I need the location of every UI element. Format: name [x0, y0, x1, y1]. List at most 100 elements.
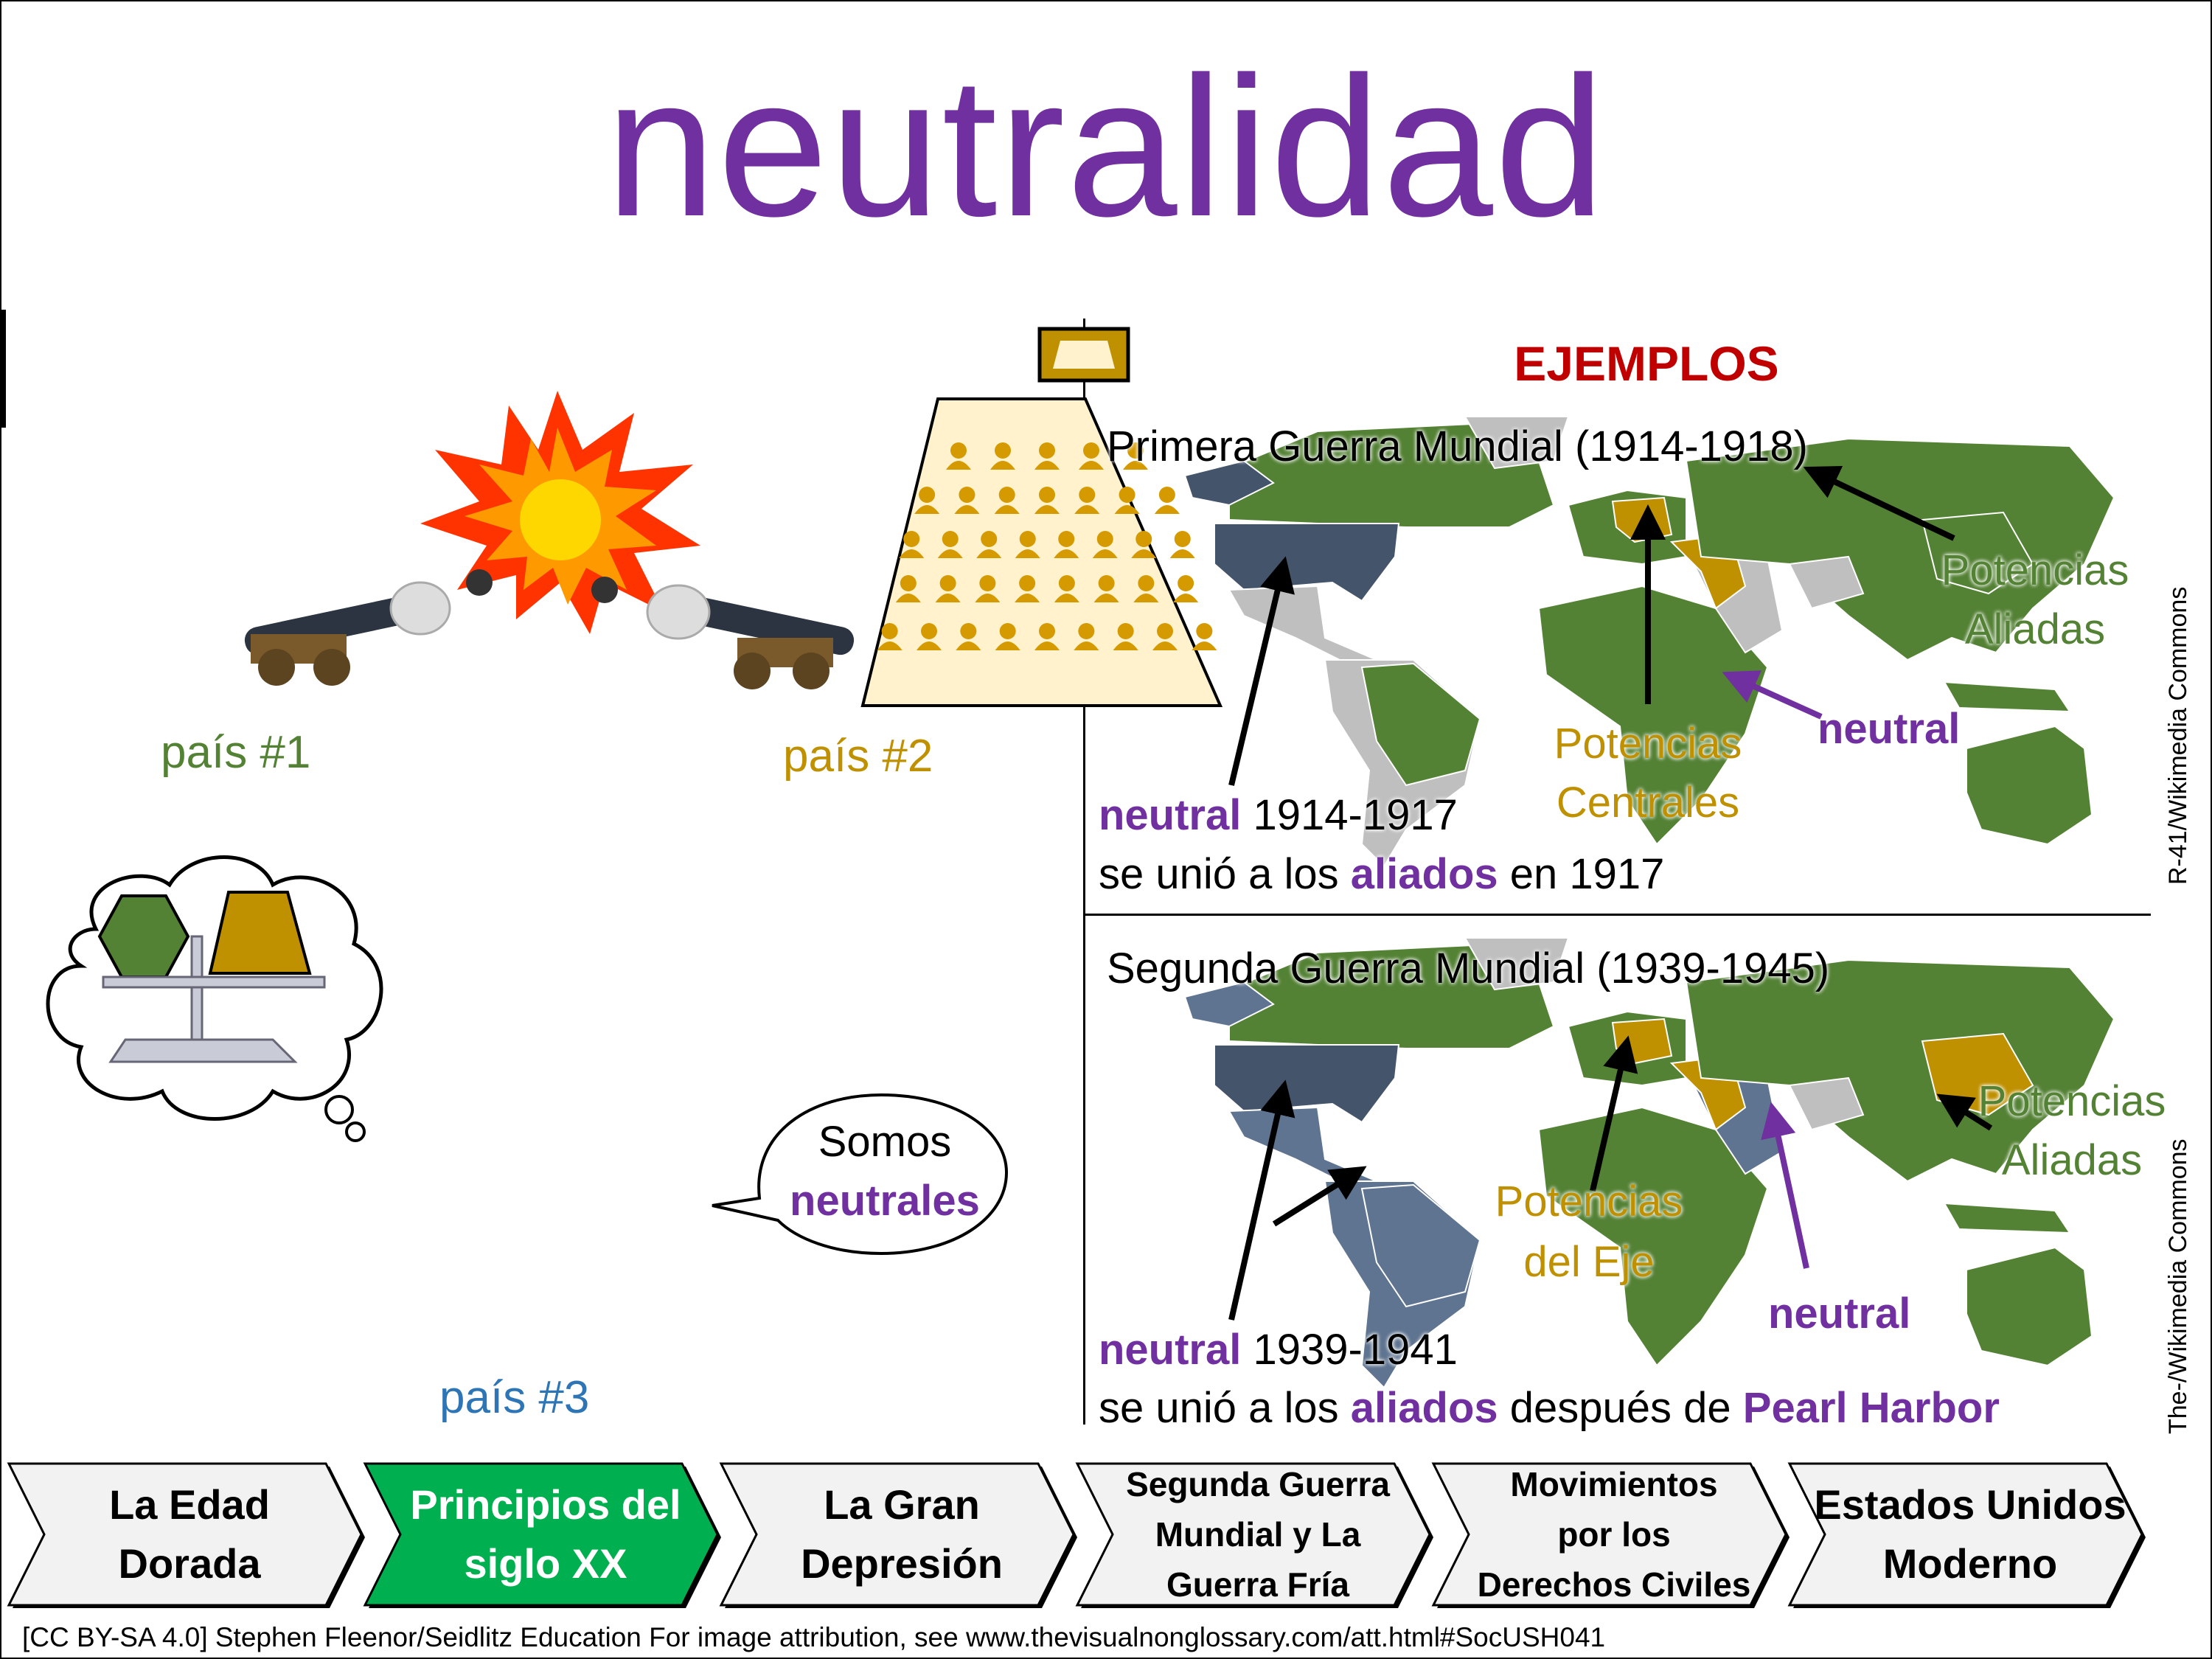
ww1-note-years: 1914-1917	[1241, 791, 1458, 839]
audience-person-icon	[1152, 623, 1178, 650]
nav-item-label: por los	[1557, 1515, 1671, 1554]
audience-person-icon	[1131, 531, 1157, 558]
nav-chevron-1[interactable]	[363, 1462, 719, 1607]
audience-person-icon	[990, 442, 1015, 470]
map-region-indonesia	[1943, 681, 2071, 713]
arrow-neutral	[1761, 1102, 1809, 1269]
nav-item-label: Depresión	[801, 1540, 1003, 1587]
ww2-note-allies: aliados	[1350, 1384, 1498, 1432]
ww2-note-line1: neutral 1939-1941	[1099, 1325, 1458, 1374]
map-region-brazil	[1360, 662, 1481, 787]
nav-item-label: Estados Unidos	[1814, 1481, 2126, 1528]
nav-item-label: Movimientos	[1510, 1465, 1718, 1503]
horizontal-divider	[1085, 914, 2151, 916]
map-region-north-america	[1228, 422, 1555, 528]
audience-person-icon	[937, 531, 963, 558]
nav-item-label: Derechos Civiles	[1477, 1565, 1751, 1604]
ww1-map-credit: R-41/Wikimedia Commons	[2164, 586, 2192, 885]
audience-person-icon	[975, 575, 1001, 602]
map-region-north-america	[1228, 944, 1555, 1049]
speech-line1: Somos	[818, 1118, 952, 1166]
map-region-china	[1921, 511, 2034, 595]
nav-item-1[interactable]: Principios del siglo XX	[402, 1464, 689, 1605]
nav-item-label: Principios del	[410, 1481, 681, 1528]
arrow-usa	[1228, 556, 1295, 786]
audience-person-icon	[1123, 442, 1148, 470]
audience-person-icon	[1133, 575, 1159, 602]
ww1-title: Primera Guerra Mundial (1914-1918)	[1107, 422, 1808, 470]
nav-item-label: siglo XX	[464, 1540, 627, 1587]
speech-bubble	[712, 1093, 1009, 1256]
map-region-australia	[1966, 725, 2093, 846]
attribution-footer: [CC BY-SA 4.0] Stephen Fleenor/Seidlitz …	[22, 1622, 1606, 1652]
ww1-note-line2: se unió a los aliados en 1917	[1099, 849, 1664, 899]
audience-person-icon	[1034, 487, 1060, 514]
nav-chevron-2[interactable]	[719, 1462, 1075, 1607]
nav-chevron-4[interactable]	[1431, 1462, 1787, 1607]
country1-label: país #1	[161, 727, 311, 778]
cannons-illustration	[244, 391, 855, 689]
page-title: neutralidad	[605, 36, 1607, 258]
audience-person-icon	[917, 623, 942, 650]
explosion-icon	[420, 391, 700, 634]
map-region-alaska	[1185, 459, 1275, 507]
audience-person-icon	[1192, 623, 1217, 650]
map-region-australia	[1966, 1246, 2093, 1367]
audience-person-icon	[1079, 442, 1104, 470]
audience-person-icon	[976, 531, 1002, 558]
ww1-note-neutral: neutral	[1099, 791, 1242, 839]
nav-chevron-5[interactable]	[1787, 1462, 2143, 1607]
arrow-neutral	[1722, 670, 1823, 720]
country2-label: país #2	[783, 731, 933, 782]
ww2-axis-line1: Potencias	[1495, 1178, 1683, 1225]
ww2-arrows	[1228, 1035, 1993, 1321]
nav-item-label: Mundial y La	[1155, 1515, 1361, 1554]
audience-person-icon	[1054, 531, 1079, 558]
ww1-arrows	[1228, 466, 1955, 786]
speech-line2: neutrales	[790, 1177, 980, 1225]
nav-item-label: Moderno	[1882, 1540, 2058, 1587]
ww1-note-text-a: se unió a los	[1099, 850, 1351, 898]
ww2-title: Segunda Guerra Mundial (1939-1945)	[1107, 945, 1830, 992]
ww2-neutral-label: neutral	[1768, 1290, 1911, 1338]
vertical-divider	[1083, 319, 1085, 1425]
audience-person-icon	[1113, 623, 1138, 650]
ww2-note-line2: se unió a los aliados después de Pearl H…	[1099, 1383, 2000, 1433]
audience-person-icon	[1074, 623, 1099, 650]
examples-heading: EJEMPLOS	[1514, 336, 1779, 391]
ww1-world-map	[1185, 417, 2115, 868]
arrow-allies	[1936, 1093, 1993, 1131]
audience-stands-illustration	[860, 327, 1223, 707]
ww2-note-text-c: después de	[1498, 1384, 1743, 1432]
ww2-map-credit: The-/Wikimedia Commons	[2164, 1138, 2192, 1434]
ww1-note-text-c: en 1917	[1498, 850, 1665, 898]
ww1-neutral-label: neutral	[1818, 705, 1961, 753]
arrow-allies	[1803, 466, 1955, 541]
ww1-central-line1: Potencias	[1554, 720, 1742, 768]
audience-person-icon	[1169, 531, 1195, 558]
arrow-axis	[1590, 1035, 1638, 1192]
ww2-allies-line1: Potencias	[1978, 1077, 2166, 1125]
cannon-left-icon	[244, 569, 493, 686]
audience-person-icon	[1015, 531, 1040, 558]
map-region-greenland	[1464, 417, 1570, 470]
audience-person-icon	[954, 487, 980, 514]
nav-item-label: La Gran	[824, 1481, 980, 1528]
ww1-note-line1: neutral 1914-1917	[1099, 790, 1458, 840]
ww1-central-line2: Centrales	[1556, 779, 1740, 827]
left-edge-mark	[0, 310, 6, 428]
arrow-south-america	[1272, 1166, 1367, 1227]
audience-person-icon	[1173, 575, 1199, 602]
nav-chevron-3[interactable]	[1075, 1462, 1431, 1607]
ww2-note-neutral: neutral	[1099, 1326, 1242, 1374]
audience-person-icon	[956, 623, 981, 650]
thought-cloud-illustration	[46, 855, 383, 1142]
timeline-nav	[7, 1462, 2146, 1608]
nav-chevron-0[interactable]	[7, 1462, 363, 1607]
ww2-axis-line2: del Eje	[1523, 1238, 1655, 1286]
